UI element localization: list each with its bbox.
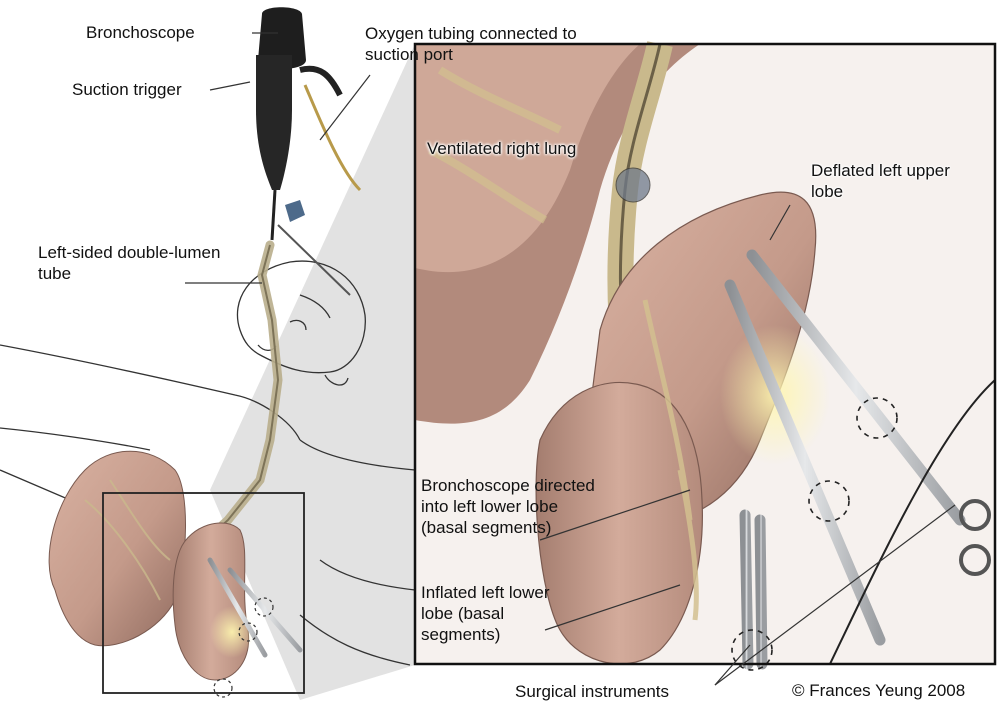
label-oxygen-tubing: Oxygen tubing connected to suction port bbox=[365, 23, 615, 65]
label-copyright: © Frances Yeung 2008 bbox=[792, 680, 965, 701]
label-suction-trigger: Suction trigger bbox=[72, 79, 182, 100]
label-double-lumen-tube: Left-sided double-lumen tube bbox=[38, 242, 248, 284]
label-deflated-left-upper-lobe: Deflated left upper lobe bbox=[811, 160, 971, 202]
small-left-lung bbox=[173, 523, 254, 680]
label-surgical-instruments: Surgical instruments bbox=[515, 681, 669, 702]
label-inflated-left-lower-lobe: Inflated left lower lobe (basal segments… bbox=[421, 582, 581, 645]
small-right-lung bbox=[49, 451, 185, 646]
label-ventilated-right-lung: Ventilated right lung bbox=[427, 138, 576, 159]
label-bronchoscope: Bronchoscope bbox=[86, 22, 195, 43]
label-bronchoscope-directed: Bronchoscope directed into left lower lo… bbox=[421, 475, 596, 538]
